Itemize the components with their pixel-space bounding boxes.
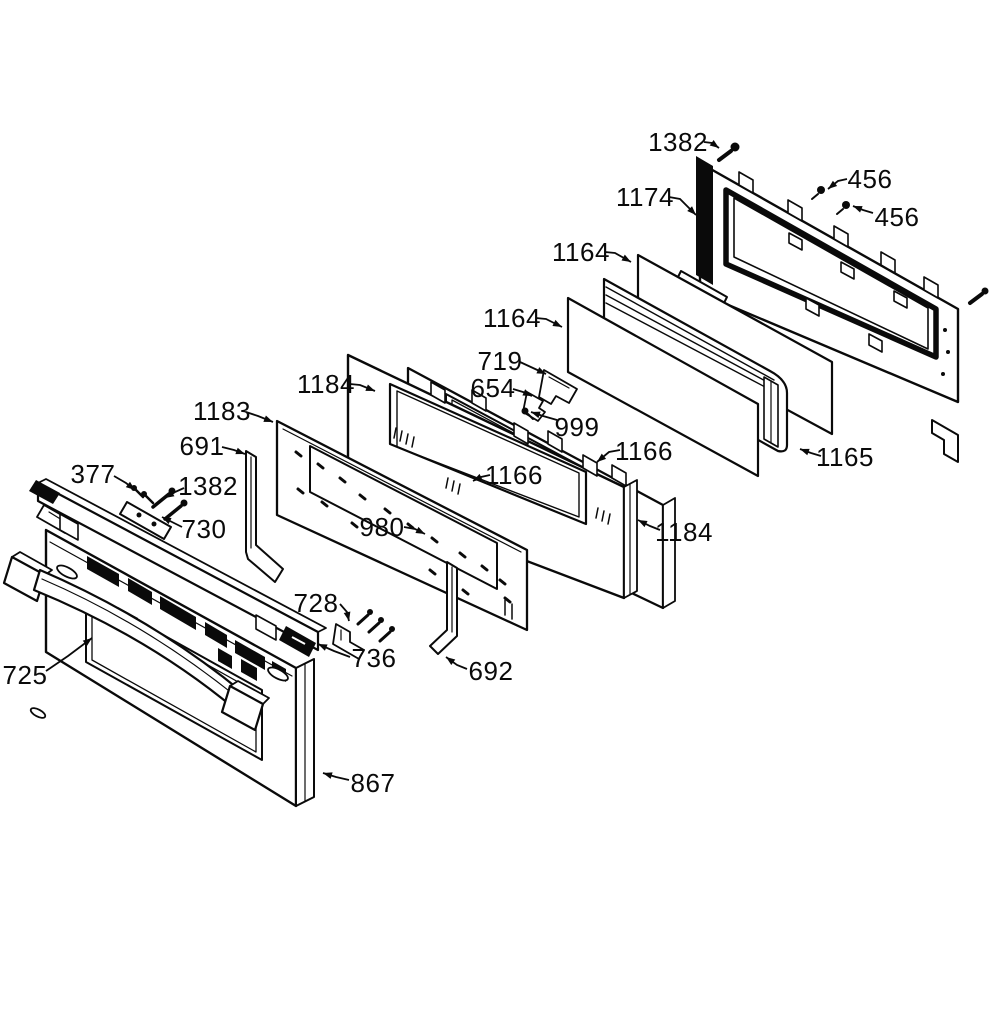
part-panel-1183 xyxy=(275,419,529,632)
label-1166-right: 1166 xyxy=(596,436,673,466)
part-number-text: 999 xyxy=(555,412,600,442)
part-number-text: 456 xyxy=(875,202,920,232)
part-number-text: 867 xyxy=(351,768,396,798)
part-screw-456-b xyxy=(836,201,850,215)
label-719: 719 xyxy=(478,346,547,376)
label-1164-a: 1164 xyxy=(552,237,632,267)
leader-arrowhead xyxy=(162,517,172,525)
part-number-text: 725 xyxy=(3,660,48,690)
label-1165: 1165 xyxy=(799,442,874,472)
part-number-text: 692 xyxy=(469,656,514,686)
leader-arrowhead xyxy=(165,490,175,498)
label-867: 867 xyxy=(322,768,396,798)
screw-marks xyxy=(294,450,512,604)
part-number-text: 377 xyxy=(71,459,116,489)
label-736: 736 xyxy=(317,643,397,673)
part-number-text: 456 xyxy=(848,164,893,194)
leader-arrowhead xyxy=(638,520,648,528)
leader-arrowhead xyxy=(597,453,607,462)
leader-arrowhead xyxy=(235,447,245,455)
part-number-text: 1166 xyxy=(615,436,673,466)
part-number-text: 1174 xyxy=(616,182,674,212)
part-door-panel-867 xyxy=(2,478,327,808)
leader-arrowhead xyxy=(552,319,562,327)
label-456-b: 456 xyxy=(852,202,920,232)
label-456-a: 456 xyxy=(827,164,893,194)
leader-arrowhead xyxy=(473,473,483,481)
part-number-text: 691 xyxy=(180,431,225,461)
part-bracket-692 xyxy=(429,561,458,655)
part-number-text: 1183 xyxy=(193,396,251,426)
leader-arrowhead xyxy=(531,411,541,419)
part-clip-736 xyxy=(279,626,316,657)
part-number-text: 1165 xyxy=(816,442,874,472)
label-999: 999 xyxy=(530,411,600,442)
label-1382-left: 1382 xyxy=(164,471,238,501)
part-number-text: 1382 xyxy=(178,471,238,501)
leader-arrowhead xyxy=(318,644,328,651)
leader-arrowhead xyxy=(536,367,546,374)
label-1166-mid: 1166 xyxy=(472,460,543,490)
part-number-text: 654 xyxy=(471,373,516,403)
part-number-text: 736 xyxy=(352,643,397,673)
label-377: 377 xyxy=(71,459,136,491)
part-number-text: 1166 xyxy=(485,460,543,490)
leader-arrowhead xyxy=(263,415,273,422)
leader-arrowhead xyxy=(446,657,456,666)
part-clip-377 xyxy=(131,485,155,505)
part-bracket-691 xyxy=(245,450,284,583)
label-692: 692 xyxy=(445,656,514,686)
vent-ticks xyxy=(393,427,611,525)
label-691: 691 xyxy=(180,431,246,461)
part-bracket-728 xyxy=(332,609,395,660)
label-1183: 1183 xyxy=(193,396,274,426)
part-screw-1382-top xyxy=(717,142,740,162)
leader-arrowhead xyxy=(522,389,532,396)
part-screw-456-a xyxy=(811,186,825,200)
label-1174: 1174 xyxy=(616,182,697,216)
part-number-text: 719 xyxy=(478,346,523,376)
label-1184-right: 1184 xyxy=(637,517,713,547)
leader-arrowhead xyxy=(415,526,425,534)
label-1382-top: 1382 xyxy=(648,127,720,157)
leader-arrowhead xyxy=(621,254,631,262)
part-number-text: 730 xyxy=(182,514,227,544)
part-number-text: 1164 xyxy=(483,303,541,333)
leader-arrowhead xyxy=(82,638,92,647)
leader-arrowhead xyxy=(853,206,863,213)
label-1164-b: 1164 xyxy=(483,303,563,333)
part-number-text: 1164 xyxy=(552,237,610,267)
part-number-text: 980 xyxy=(360,512,405,542)
label-654: 654 xyxy=(471,373,533,403)
label-728: 728 xyxy=(294,588,351,622)
leader-arrowhead xyxy=(709,140,719,148)
part-number-text: 1184 xyxy=(655,517,713,547)
part-handle-725 xyxy=(2,551,270,732)
leader-arrowhead xyxy=(323,772,333,779)
part-glass-1164-front xyxy=(566,296,760,478)
part-number-text: 728 xyxy=(294,588,339,618)
leader-arrowhead xyxy=(828,180,838,189)
part-number-text: 1382 xyxy=(648,127,708,157)
label-725: 725 xyxy=(3,637,93,690)
leader-arrowhead xyxy=(687,206,696,215)
part-back-frame xyxy=(698,161,960,463)
leader-arrowhead xyxy=(800,448,810,456)
label-1184-left: 1184 xyxy=(297,369,376,399)
leader-arrowhead xyxy=(343,611,351,621)
leader-arrowhead xyxy=(125,481,135,490)
leader-arrowhead xyxy=(365,384,375,391)
part-bracket-719 xyxy=(538,369,578,405)
part-screw-999 xyxy=(521,407,534,420)
part-screw-right-edge xyxy=(968,287,989,305)
part-number-text: 1184 xyxy=(297,369,355,399)
label-980: 980 xyxy=(360,512,426,542)
label-730: 730 xyxy=(161,514,227,544)
part-bracket-730 xyxy=(119,501,172,540)
